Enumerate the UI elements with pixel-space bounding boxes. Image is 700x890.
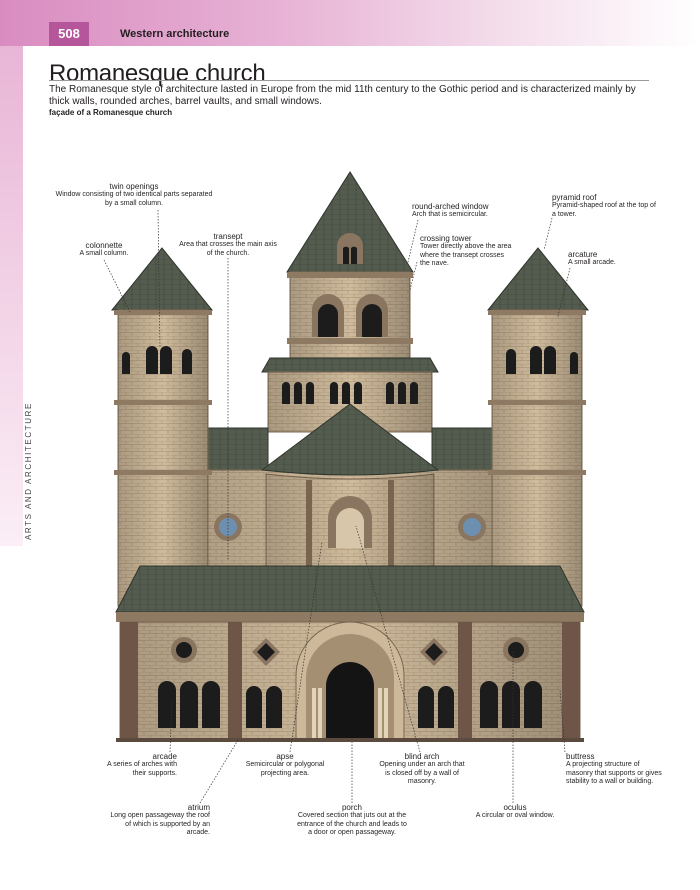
title-rule [49,80,649,81]
label-porch: porch Covered section that juts out at t… [296,803,408,838]
label-description: Pyramid-shaped roof at the top of a towe… [552,202,656,218]
label-oculus: oculus A circular or oval window. [470,803,560,821]
label-blind-arch: blind arch Opening under an arch that is… [376,752,468,787]
label-description: Arch that is semicircular. [412,211,488,218]
label-description: Area that crosses the main axis of the c… [179,241,277,257]
label-arcature: arcature A small arcade. [568,250,648,268]
label-term: apse [276,752,294,761]
label-term: buttress [566,752,595,761]
label-crossing-tower: crossing tower Tower directly above the … [420,234,515,269]
label-twin-openings: twin openings Window consisting of two i… [54,182,214,208]
side-band [0,46,23,546]
label-buttress: buttress A projecting structure of mason… [566,752,666,787]
label-arcade: arcade A series of arches with their sup… [92,752,177,778]
header-band [0,0,700,46]
label-term: crossing tower [420,234,472,243]
label-transept: transept Area that crosses the main axis… [178,232,278,258]
label-description: Semicircular or polygonal projecting are… [245,761,325,777]
label-description: A series of arches with their supports. [106,761,177,777]
label-description: Covered section that juts out at the ent… [297,812,407,837]
label-term: arcature [568,250,598,259]
intro-text: The Romanesque style of architecture las… [49,84,636,107]
right-tower [486,247,590,607]
apse [260,403,440,569]
label-colonnette: colonnette A small column. [64,241,144,259]
label-description: A small column. [79,250,129,257]
label-description: Opening under an arch that is closed off… [379,761,465,786]
label-term: oculus [503,803,527,812]
label-term: transept [213,232,243,241]
label-term: round-arched window [412,202,489,211]
leader-lines [103,209,571,804]
label-description: A circular or oval window. [475,812,555,819]
label-term: blind arch [404,752,440,761]
label-term: arcade [152,752,177,761]
figure-subtitle: façade of a Romanesque church [49,108,173,117]
label-pyramid-roof: pyramid roof Pyramid-shaped roof at the … [552,193,657,219]
label-round-arched-window: round-arched window Arch that is semicir… [412,202,522,220]
label-description: A projecting structure of masonry that s… [566,761,662,786]
label-description: Tower directly above the area where the … [420,243,512,268]
crossing-tower [261,171,439,433]
left-tower [110,247,214,607]
label-term: colonnette [85,241,123,250]
section-title: Western architecture [120,28,230,40]
label-apse: apse Semicircular or polygonal projectin… [240,752,330,778]
label-term: twin openings [109,182,159,191]
page-title: Romanesque church [49,60,266,87]
page-number: 508 [49,22,89,46]
label-description: A small arcade. [568,259,616,266]
label-description: Long open passageway the roof of which i… [110,812,210,837]
ground-line [116,738,584,742]
label-term: atrium [187,803,210,812]
label-atrium: atrium Long open passageway the roof of … [110,803,210,838]
label-description: Window consisting of two identical parts… [55,191,213,207]
label-term: pyramid roof [552,193,597,202]
label-term: porch [341,803,362,812]
porch [295,621,405,741]
